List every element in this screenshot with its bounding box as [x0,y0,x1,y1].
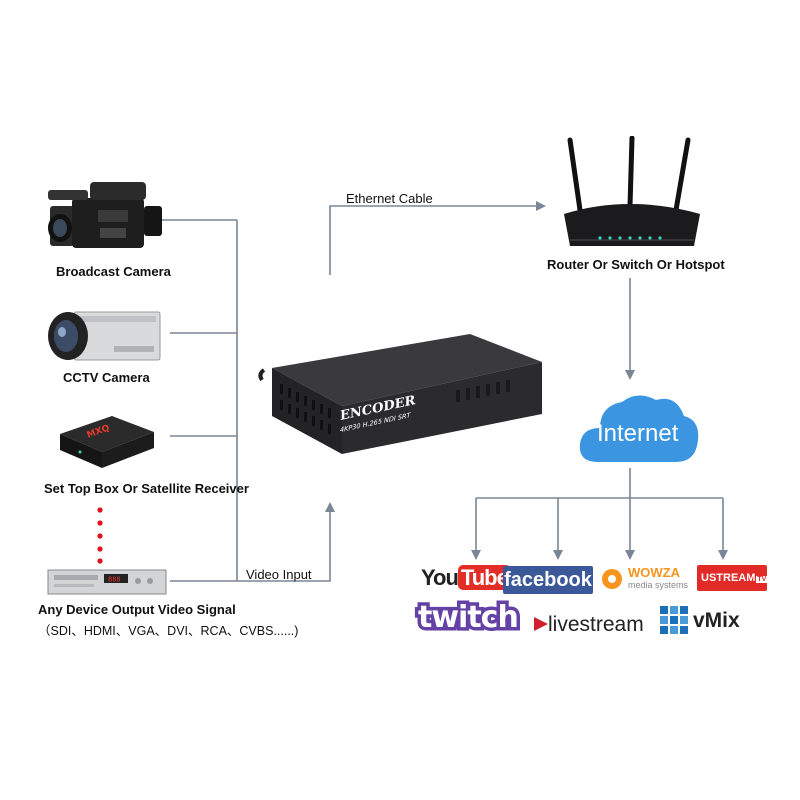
router-label: Router Or Switch Or Hotspot [547,257,725,272]
dvd-player-image: 888 [47,569,167,595]
set-top-box-label: Set Top Box Or Satellite Receiver [44,481,249,496]
ethernet-line [329,201,546,275]
cctv-camera-label: CCTV Camera [63,370,150,385]
encoder-device-image: ENCODER 4KP30 H.265 NDI SRT [258,334,542,454]
wowza-sun-icon [602,569,622,589]
dvd-display-digits: 888 [108,576,121,584]
more-devices-dots [97,507,103,564]
livestream-mark-icon [534,617,548,631]
broadcast-camera-image [48,182,162,248]
facebook-logo: facebook [503,566,593,594]
signal-types-label: （SDI、HDMI、VGA、DVI、RCA、CVBS......) [38,624,299,638]
set-top-box-image: MXQ [60,416,154,468]
broadcast-camera-label: Broadcast Camera [56,264,171,279]
cctv-camera-image [48,311,161,361]
vmix-grid-icon [660,606,688,634]
router-image [564,136,700,246]
any-device-label: Any Device Output Video Signal [38,602,236,617]
ethernet-cable-label: Ethernet Cable [346,191,433,206]
twitch-logo: twitch [415,597,523,639]
video-input-label: Video Input [246,567,312,582]
video-input-line [237,502,335,582]
internet-label: Internet [597,420,679,447]
internet-cloud-icon [579,395,699,462]
